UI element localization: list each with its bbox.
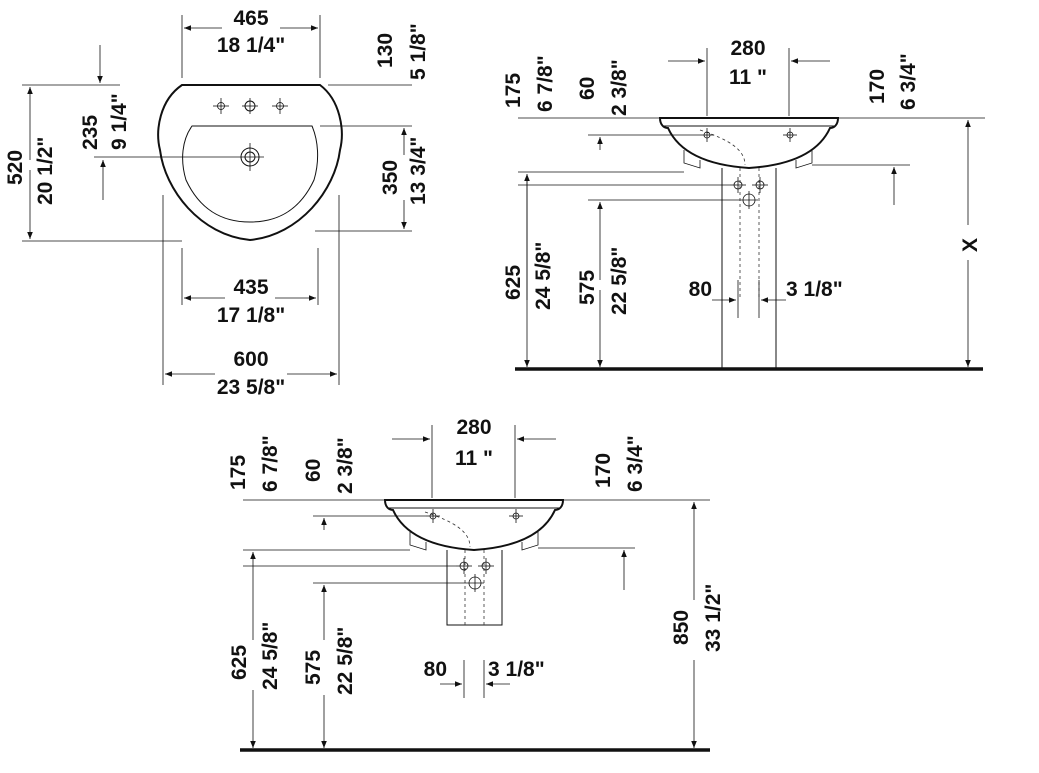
ped-dim-22-5-8: 22 5/8" xyxy=(608,247,631,315)
dim-350: 350 xyxy=(379,160,402,195)
dim-13-3-4: 13 3/4" xyxy=(407,137,430,205)
dim-130: 130 xyxy=(374,33,397,68)
dim-465: 465 xyxy=(233,7,268,30)
ped-dim-280: 280 xyxy=(730,37,765,60)
dim-600: 600 xyxy=(233,348,268,371)
semi-dim-11: 11 " xyxy=(455,447,493,470)
ped-dim-625: 625 xyxy=(502,265,525,300)
ped-dim-3-1-8: 3 1/8" xyxy=(786,278,843,301)
semi-dim-280: 280 xyxy=(456,416,491,439)
semi-dim-22-5-8: 22 5/8" xyxy=(334,627,357,695)
ped-dim-175: 175 xyxy=(502,73,525,108)
ped-dim-575: 575 xyxy=(576,270,599,305)
dim-17-1-8: 17 1/8" xyxy=(217,304,285,327)
semi-pedestal xyxy=(446,550,503,626)
basin-side xyxy=(658,117,840,170)
ped-dim-24-5-8: 24 5/8" xyxy=(532,242,555,310)
dim-20-1-2: 20 1/2" xyxy=(34,137,57,205)
dim-9-1-4: 9 1/4" xyxy=(108,93,131,150)
ped-height-x: X xyxy=(959,238,982,252)
dim-235: 235 xyxy=(79,115,102,150)
dim-5-1-8: 5 1/8" xyxy=(407,23,430,80)
semi-pedestal-view: 280 11 " 175 6 7/8" 60 2 3/8" 170 6 3/4"… xyxy=(227,416,725,752)
basin-outline xyxy=(157,84,343,242)
semi-dim-175: 175 xyxy=(227,455,250,490)
ped-dim-6-7-8: 6 7/8" xyxy=(534,55,557,112)
ped-dim-60: 60 xyxy=(576,77,599,100)
semi-dim-575: 575 xyxy=(302,650,325,685)
dim-520: 520 xyxy=(4,150,27,185)
semi-dim-60: 60 xyxy=(302,459,325,482)
dim-23-5-8: 23 5/8" xyxy=(217,376,285,399)
tap-holes-icon xyxy=(213,98,288,114)
basin-side-2 xyxy=(383,499,565,552)
semi-dim-33-1-2: 33 1/2" xyxy=(702,584,725,652)
semi-dim-3-1-8: 3 1/8" xyxy=(488,658,545,681)
dim-18-1-4: 18 1/4" xyxy=(217,34,285,57)
semi-dim-2-3-8: 2 3/8" xyxy=(334,437,357,494)
ped-dim-80: 80 xyxy=(689,278,712,301)
semi-dim-850: 850 xyxy=(670,610,693,645)
pedestal-view: 280 11 " 175 6 7/8" 60 2 3/8" 170 6 3/4"… xyxy=(502,37,985,371)
dim-435: 435 xyxy=(233,276,268,299)
semi-dim-6-3-4: 6 3/4" xyxy=(624,435,647,492)
semi-dim-24-5-8: 24 5/8" xyxy=(259,622,282,690)
ped-dim-6-3-4: 6 3/4" xyxy=(897,53,920,110)
semi-dim-80: 80 xyxy=(424,658,447,681)
semi-dim-625: 625 xyxy=(228,645,251,680)
semi-dim-170: 170 xyxy=(592,453,615,488)
ped-dim-2-3-8: 2 3/8" xyxy=(608,59,631,116)
semi-dim-6-7-8: 6 7/8" xyxy=(259,435,282,492)
top-view: 465 18 1/4" 130 5 1/8" 520 20 1/2" 235 9… xyxy=(4,7,430,399)
bowl-outline xyxy=(182,125,319,223)
ped-dim-11: 11 " xyxy=(729,66,767,89)
ped-dim-170: 170 xyxy=(866,69,889,104)
